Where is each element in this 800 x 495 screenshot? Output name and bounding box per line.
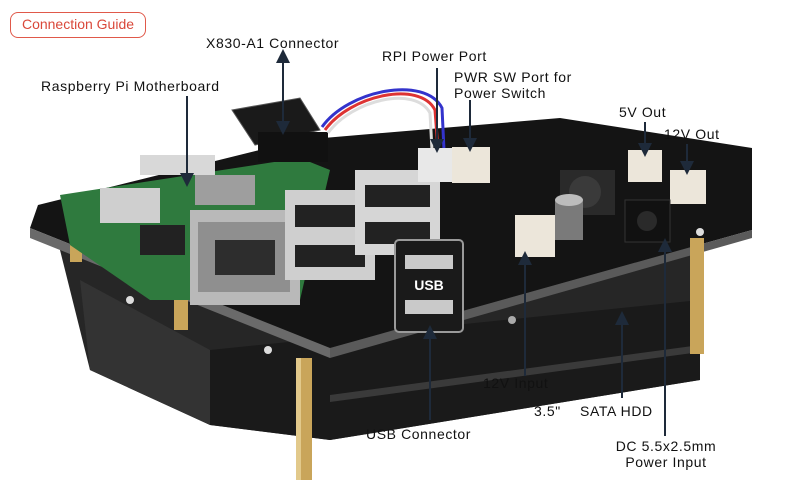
label-dc-input-size: DC 5.5x2.5mm (615, 438, 717, 454)
label-12v-input: 12V Input (483, 375, 549, 391)
label-dc-power-input: Power Input (625, 454, 707, 470)
label-5v-out: 5V Out (619, 104, 667, 120)
usb-connector-plate: USB (394, 239, 464, 333)
pointer-arrows (180, 49, 694, 436)
usb-plate-text: USB (414, 277, 444, 293)
label-x830-connector: X830-A1 Connector (206, 35, 340, 51)
label-power-switch: Power Switch (454, 85, 547, 101)
label-usb-connector: USB Connector (366, 426, 472, 442)
label-raspberry-pi: Raspberry Pi Motherboard (41, 78, 220, 94)
connection-guide-badge: Connection Guide (10, 12, 146, 38)
label-hdd-size: 3.5" (534, 403, 561, 419)
label-12v-out: 12V Out (664, 126, 720, 142)
label-sata-hdd: SATA HDD (580, 403, 653, 419)
label-rpi-power-port: RPI Power Port (382, 48, 487, 64)
raspberry-pi-board (60, 155, 330, 305)
label-pwr-sw-port: PWR SW Port for (454, 69, 572, 85)
